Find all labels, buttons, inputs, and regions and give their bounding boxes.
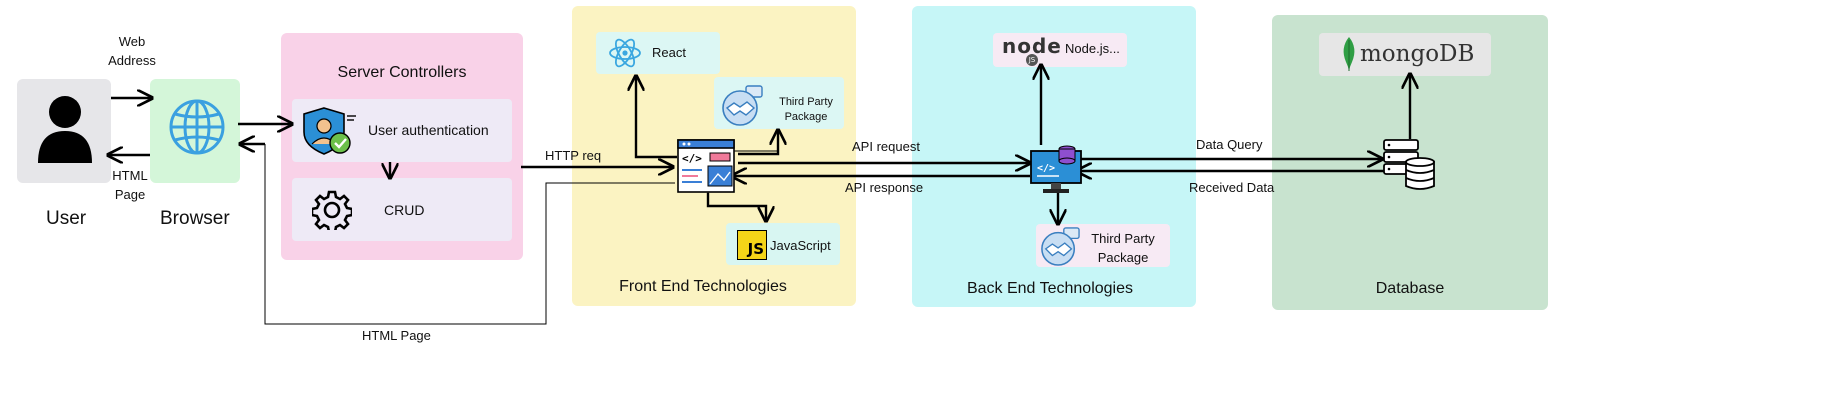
server-monitor-icon: </> [1030,145,1082,193]
html-page-label: HTML Page [112,168,148,202]
webpage-icon: </> [677,139,735,193]
js-badge-text: JS [747,240,764,258]
javascript-icon: JS [737,230,767,260]
auth-shield-icon [303,107,356,155]
crud-label: CRUD [384,202,425,218]
server-controllers-title: Server Controllers [337,64,467,81]
backend-handshake-icon [1041,227,1080,266]
node-card[interactable] [993,33,1127,67]
received-data-label: Received Data [1189,180,1275,195]
web-address-label: Web Address [108,34,156,68]
handshake-icon [722,85,763,126]
user-authentication-label: User authentication [368,122,489,138]
react-label: React [652,45,686,60]
react-card[interactable] [596,32,720,74]
backend-third-party-label: Third Party Package [1091,231,1155,265]
http-req-label: HTTP req [545,148,602,163]
user-label: User [46,208,87,229]
database-title: Database [1375,280,1445,297]
svg-text:</>: </> [682,152,702,165]
frontend-third-party-label: Third Party Package [779,96,833,123]
mongodb-logo-text: mongoDB [1360,41,1475,67]
react-icon [609,38,641,68]
backend-title: Back End Technologies [966,280,1134,297]
globe-icon [169,99,225,155]
javascript-label: JavaScript [770,238,831,253]
mongodb-leaf-icon [1343,37,1355,71]
crud-card[interactable] [292,178,512,241]
frontend-title: Front End Technologies [619,278,787,295]
gear-icon [312,190,352,230]
browser-label: Browser [160,208,230,229]
node-icon: node JS [1002,34,1062,66]
data-query-label: Data Query [1196,137,1263,152]
user-icon [38,96,92,163]
api-response-label: API response [845,180,924,195]
node-logo-badge: JS [1026,54,1038,66]
node-label: Node.js... [1065,41,1120,56]
browser-box [150,79,240,183]
database-server-icon [1383,139,1435,190]
api-request-label: API request [852,139,920,154]
svg-text:</>: </> [1037,163,1055,174]
html-page-return-label: HTML Page [362,328,431,343]
